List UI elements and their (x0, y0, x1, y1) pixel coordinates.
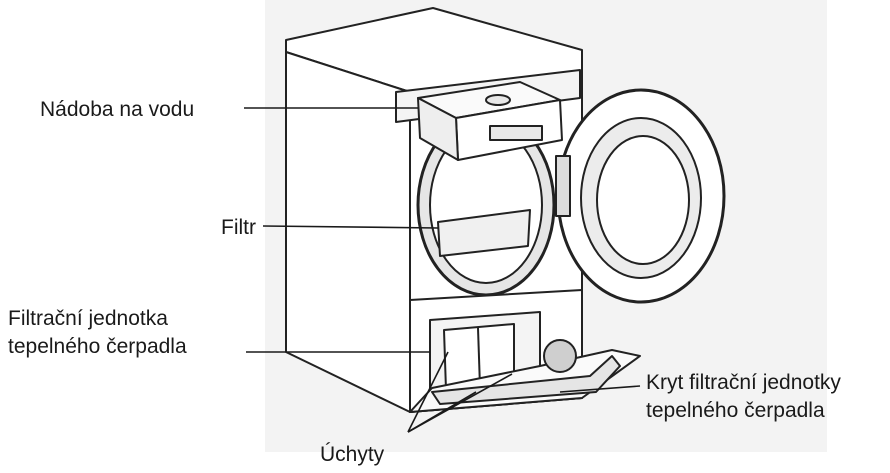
label-heat-pump-filter-cover-line1: Kryt filtrační jednotky (646, 371, 841, 394)
dryer-side-panel (285, 51, 411, 413)
label-handles: Úchyty (320, 441, 384, 469)
water-container-handle (489, 125, 543, 141)
label-heat-pump-filter-cover: Kryt filtrační jednotky tepelného čerpad… (646, 369, 841, 425)
leader-handle-1 (407, 351, 449, 433)
water-container-cap (485, 94, 511, 106)
label-heat-pump-filter-unit-line1: Filtrační jednotka (8, 307, 168, 330)
label-handles-text: Úchyty (320, 443, 385, 466)
label-heat-pump-filter-cover-line2: tepelného čerpadla (646, 399, 825, 422)
leader-filter-cover (559, 385, 641, 393)
door-hinge (555, 155, 571, 217)
label-filter-text: Filtr (221, 216, 256, 239)
door-glass-inner (596, 135, 690, 265)
label-heat-pump-filter-unit-line2: tepelného čerpadla (8, 335, 187, 358)
label-water-container-text: Nádoba na vodu (40, 98, 195, 121)
label-heat-pump-filter-unit: Filtrační jednotka tepelného čerpadla (8, 305, 187, 361)
label-water-container: Nádoba na vodu (40, 96, 194, 124)
leader-filter (262, 225, 439, 229)
filter-cover-vent (543, 339, 577, 373)
filter-unit-divider (477, 327, 481, 388)
water-container-side (417, 97, 459, 161)
leader-handle-3 (407, 373, 513, 433)
label-filter: Filtr (221, 214, 256, 242)
lint-filter (437, 209, 531, 257)
